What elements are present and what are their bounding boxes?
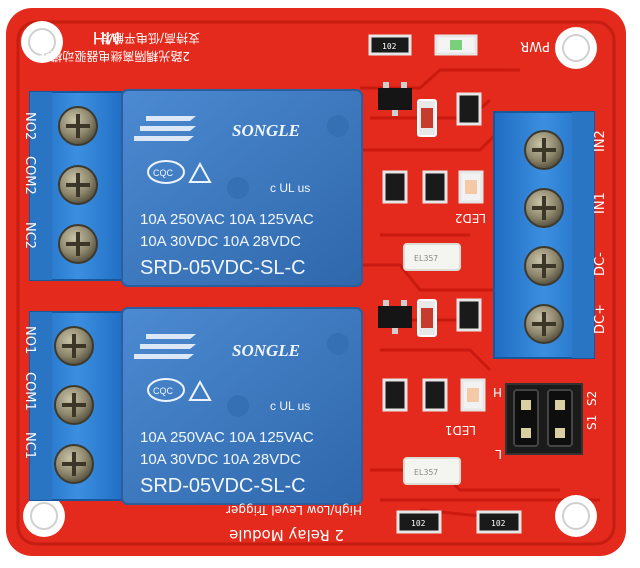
cqc-mark-icon [147,378,185,402]
pwr-led [434,34,478,56]
resistor-lower-c [422,378,448,412]
board-bottom-label: 2 Relay Module [229,526,344,544]
svg-text:102: 102 [382,42,397,51]
board-top-label: MH [93,27,120,47]
led2-label: LED2 [455,211,486,225]
ul-mark: c UL us [270,399,310,413]
jumper-label-s1: S1 [585,415,599,430]
relay-1-rating-1: 10A 250VAC 10A 125VAC [140,429,314,446]
label-nc2: NC2 [22,222,37,249]
songle-logo-icon [134,116,196,141]
diode-upper [417,99,437,137]
terminal-block-input [493,111,595,359]
label-no1: NO1 [22,326,37,354]
led1-label: LED1 [445,423,476,437]
terminal-block-upper [29,91,127,281]
cqc-mark-icon [147,160,185,184]
relay-1: SONGLE CQC c UL us 10A 250VAC 10A 125VAC… [121,307,363,505]
resistor-upper-a [456,92,482,126]
smd-resistor-bottom-b: 102 [476,510,522,534]
ul-mark: c UL us [270,181,310,195]
resistor-lower-b [382,378,408,412]
relay-1-rating-2: 10A 30VDC 10A 28VDC [140,451,301,468]
relay-2-model: SRD-05VDC-SL-C [140,257,306,279]
relay-2-rating-2: 10A 30VDC 10A 28VDC [140,233,301,250]
diode-lower [417,299,437,337]
resistor-upper-b [382,170,408,204]
jumper-letter-h: H [493,385,502,399]
triangle-mark-icon [188,161,212,183]
label-dc-plus: DC+ [593,304,608,334]
svg-text:SONGLE: SONGLE [232,341,300,360]
led1 [460,378,486,412]
transistor-lower [378,300,412,334]
svg-text:EL357: EL357 [414,254,438,263]
jumper-cap-s2 [547,389,573,447]
label-in1: IN1 [593,192,608,214]
jumper-header [505,383,583,455]
svg-text:102: 102 [411,519,426,528]
smd-resistor-top: 102 [368,34,412,56]
optocoupler-upper: EL357 [403,243,461,271]
svg-text:EL357: EL357 [414,468,438,477]
label-no2: NO2 [22,112,37,140]
relay-2: SONGLE CQC c UL us 10A 250VAC 10A 125VAC… [121,89,363,287]
resistor-upper-c [422,170,448,204]
svg-text:SONGLE: SONGLE [232,121,300,140]
jumper-letter-l: L [495,447,502,461]
optocoupler-lower: EL357 [403,457,461,485]
label-dc-minus: DC- [593,252,608,276]
pcb-inner-shade [16,20,616,546]
label-in2: IN2 [593,130,608,152]
terminal-block-lower [29,311,127,501]
songle-logo-icon [134,334,196,359]
relay-1-model: SRD-05VDC-SL-C [140,475,306,497]
pwr-label: PWR [520,38,550,53]
label-nc1: NC1 [22,432,37,459]
svg-text:102: 102 [491,519,506,528]
board-chinese-line-1: 2路光耦隔离继电器驱动模块 [38,49,190,64]
svg-text:CQC: CQC [153,386,174,396]
relay-2-rating-1: 10A 250VAC 10A 125VAC [140,211,314,228]
label-com1: COM1 [22,372,37,411]
mounting-holes [21,21,597,537]
resistor-lower-a [456,298,482,332]
led2 [458,170,484,204]
jumper-cap-s1 [513,389,539,447]
smd-resistor-bottom-a: 102 [396,510,442,534]
board-trigger-label: High/Low Level Trigger [226,503,362,517]
svg-text:CQC: CQC [153,168,174,178]
jumper-label-s2: S2 [585,391,599,406]
board-chinese-line-2: 支持高/低电平触发 [100,31,200,46]
label-com2: COM2 [22,156,37,195]
triangle-mark-icon [188,379,212,401]
transistor-upper [378,82,412,116]
